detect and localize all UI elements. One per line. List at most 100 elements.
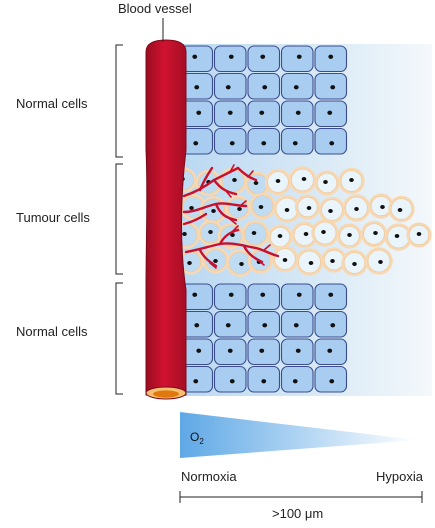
bracket-normal-bottom (115, 282, 123, 395)
cell-nucleus (328, 54, 334, 59)
bracket-normal-top (115, 44, 123, 158)
cell-nucleus (229, 379, 235, 384)
cell-nucleus (301, 177, 307, 181)
cell-nucleus (349, 178, 354, 182)
cell-nucleus (330, 85, 336, 90)
cell-nucleus (194, 323, 200, 328)
capillary-twig (247, 170, 254, 178)
cell-nucleus (328, 292, 334, 297)
cell-nucleus (327, 348, 333, 353)
normal-cell-top (213, 127, 247, 155)
normal-cell-bottom (314, 365, 348, 393)
capillary-branch (214, 202, 238, 222)
cell-nucleus (253, 181, 259, 185)
capillary-branch (212, 178, 238, 196)
cell-nucleus (262, 85, 268, 90)
cell-nucleus (303, 232, 309, 236)
normal-cells-bottom-label: Normal cells (16, 324, 88, 339)
capillary-twig (229, 164, 235, 173)
cell-nucleus (225, 323, 231, 328)
cell-nucleus (229, 141, 235, 146)
blood-vessel-lumen (153, 390, 179, 398)
capillary-branch (182, 212, 208, 226)
cell-nucleus (380, 205, 385, 209)
cell-nucleus (292, 379, 298, 384)
cell-nucleus (329, 141, 335, 146)
cell-nucleus (397, 208, 403, 212)
blood-vessel-body (145, 39, 187, 396)
capillary-twig (239, 200, 247, 207)
capillary-branch (218, 228, 240, 246)
cell-nucleus (308, 261, 314, 265)
cell-nucleus (189, 206, 194, 210)
tumour-cells-label: Tumour cells (16, 210, 90, 225)
distance-scale (179, 491, 423, 503)
normal-cell-bottom (213, 283, 247, 311)
normal-cell-top (280, 127, 314, 155)
normal-cells-top-label: Normal cells (16, 96, 88, 111)
capillary-twig (263, 244, 271, 251)
cell-nucleus (227, 348, 233, 353)
cell-nucleus (394, 234, 400, 238)
normal-cell-top (213, 45, 247, 73)
cell-nucleus (196, 348, 202, 353)
cell-nucleus (296, 54, 302, 59)
blood-vessel (145, 39, 187, 400)
cell-nucleus (330, 323, 336, 328)
cell-nucleus (327, 110, 333, 115)
capillary-twig (229, 218, 237, 225)
cell-nucleus (261, 141, 267, 146)
cell-nucleus (232, 178, 237, 182)
normal-cell-top (280, 45, 314, 73)
tumour-capillaries (182, 164, 280, 269)
cell-nucleus (193, 141, 199, 146)
cell-nucleus (260, 54, 266, 59)
blood-vessel-label: Blood vessel (118, 1, 192, 16)
cell-nucleus (228, 54, 234, 59)
normal-cell-top (314, 127, 348, 155)
cell-nucleus (347, 233, 352, 237)
cell-nucleus (194, 85, 200, 90)
cell-nucleus (211, 209, 216, 213)
cell-nucleus (378, 260, 383, 264)
cell-nucleus (192, 292, 198, 297)
cell-nucleus (293, 85, 299, 90)
cell-nucleus (227, 110, 233, 115)
cell-nucleus (330, 259, 335, 263)
distance-label: >100 μm (272, 506, 324, 521)
cell-nucleus (329, 379, 335, 384)
cell-nucleus (192, 54, 198, 59)
cell-nucleus (275, 179, 281, 183)
cell-nucleus (261, 379, 267, 384)
oxygen-label: O2 (190, 430, 204, 446)
normal-cell-bottom (280, 283, 314, 311)
cell-nucleus (277, 234, 283, 238)
normal-cell-bottom (280, 365, 314, 393)
cell-nucleus (292, 141, 298, 146)
normal-cell-bottom (213, 365, 247, 393)
capillary-twig (231, 225, 239, 233)
cell-nucleus (260, 292, 266, 297)
cell-nucleus (187, 261, 192, 265)
cell-nucleus (196, 110, 202, 115)
cell-nucleus (208, 230, 213, 234)
hypoxia-label: Hypoxia (376, 469, 423, 484)
cell-nucleus (293, 323, 299, 328)
capillary-branch (198, 248, 218, 268)
cell-nucleus (295, 110, 301, 115)
cell-nucleus (213, 259, 218, 263)
cell-nucleus (306, 206, 312, 210)
capillary-branch (198, 166, 214, 192)
normal-cell-top (247, 45, 281, 73)
oxygen-gradient-wedge (180, 412, 418, 458)
cell-nucleus (258, 205, 264, 209)
capillary-twig (257, 259, 265, 266)
cell-nucleus (282, 258, 288, 262)
cell-nucleus (354, 207, 359, 211)
cell-nucleus (262, 323, 268, 328)
cell-nucleus (352, 262, 357, 266)
capillary-branch (236, 166, 258, 182)
capillary-branch (184, 242, 280, 258)
normal-cell-bottom (247, 283, 281, 311)
